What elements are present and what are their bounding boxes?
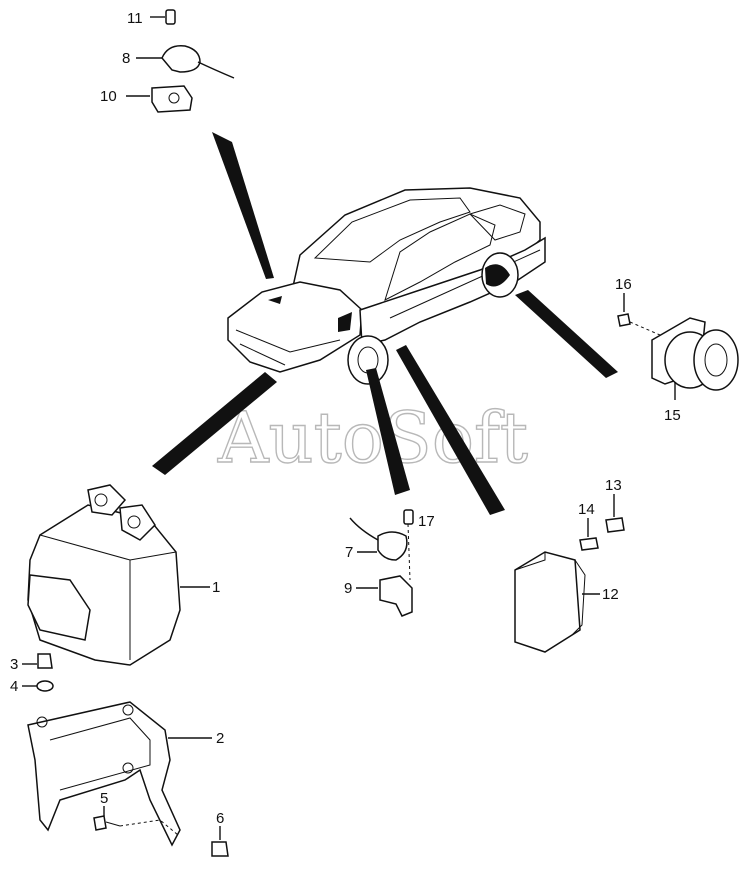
sensor-assembly-top [151,9,235,113]
wheel-sensor-assembly [349,509,414,617]
callout-labels: 11 8 10 16 15 1 2 3 4 5 6 17 7 9 13 14 1… [10,10,681,827]
callout-15: 15 [664,407,681,424]
control-unit [514,517,625,653]
car-illustration [227,187,546,385]
callout-5: 5 [100,790,108,807]
nut-3-shape [37,653,53,669]
washer-4-shape [36,680,54,692]
watermark-text: AutoSoft [217,397,528,479]
nut-6-shape [211,841,229,857]
callout-8: 8 [122,50,130,67]
callout-11: 11 [127,10,143,27]
callout-14: 14 [578,501,595,518]
callout-2: 2 [216,730,224,747]
callout-17: 17 [418,513,435,530]
mounting-bracket [27,701,181,847]
callout-12: 12 [602,586,619,603]
callout-6: 6 [216,810,224,827]
leader-bands [152,132,618,515]
wheel-hub-assembly [617,313,739,391]
callout-4: 4 [10,678,18,695]
callout-16: 16 [615,276,632,293]
bolt-5-shape [93,815,107,831]
abs-modulator-unit [27,484,181,666]
callout-13: 13 [605,477,622,494]
callout-10: 10 [100,88,117,105]
callout-3: 3 [10,656,18,673]
callout-1: 1 [212,579,220,596]
callout-9: 9 [344,580,352,597]
callout-7: 7 [345,544,353,561]
